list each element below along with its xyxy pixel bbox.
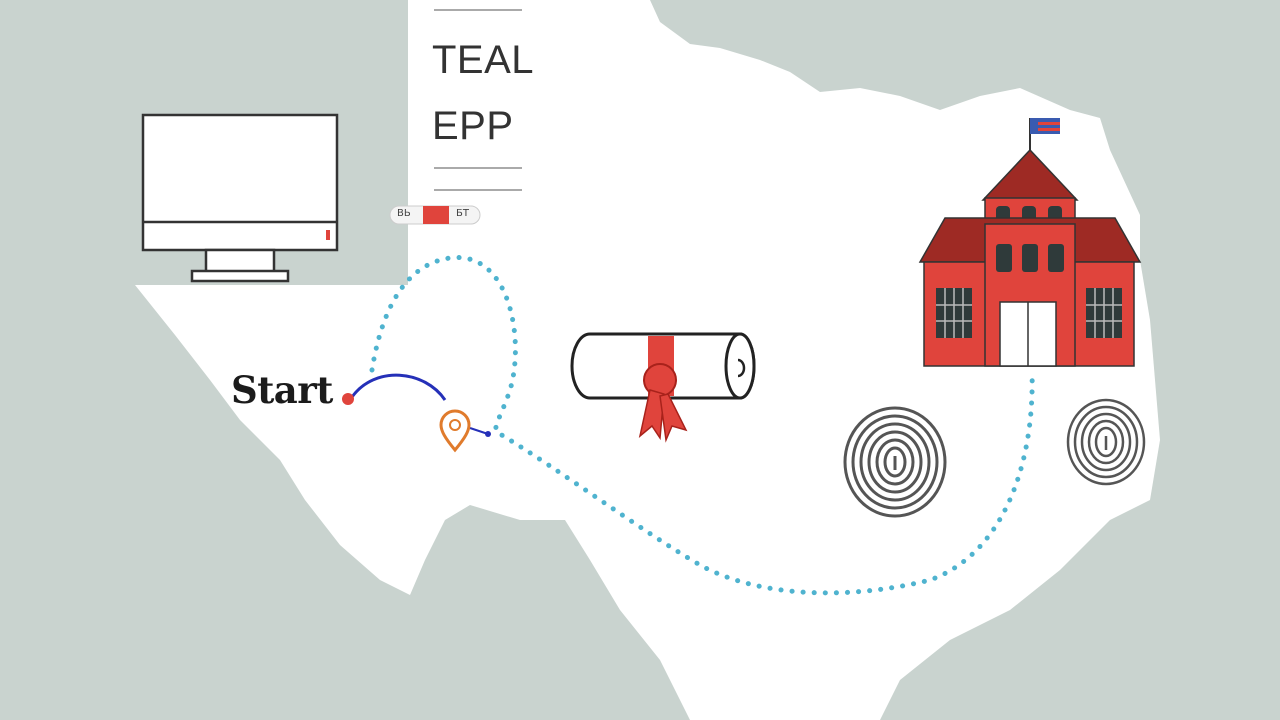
fingerprint-icon	[1066, 398, 1146, 486]
toggle-left-label: ВЬ	[397, 208, 411, 219]
dotted-route-path	[369, 255, 1035, 596]
monitor-icon	[141, 113, 339, 283]
start-label: Start	[231, 368, 333, 412]
school-building-icon	[918, 118, 1142, 367]
diploma-scroll-icon	[570, 332, 756, 443]
flag-icon	[1030, 118, 1060, 134]
start-dot	[342, 393, 354, 405]
panel-title-line1: TEAL	[432, 38, 535, 82]
toggle-switch[interactable]	[389, 205, 481, 225]
map-pin-icon	[439, 409, 471, 453]
panel-title-line2: EPP	[432, 104, 514, 148]
toggle-right-label: БТ	[456, 208, 469, 219]
fingerprint-icon	[843, 406, 947, 518]
solid-route-arc	[350, 373, 447, 401]
title-panel	[408, 0, 543, 285]
